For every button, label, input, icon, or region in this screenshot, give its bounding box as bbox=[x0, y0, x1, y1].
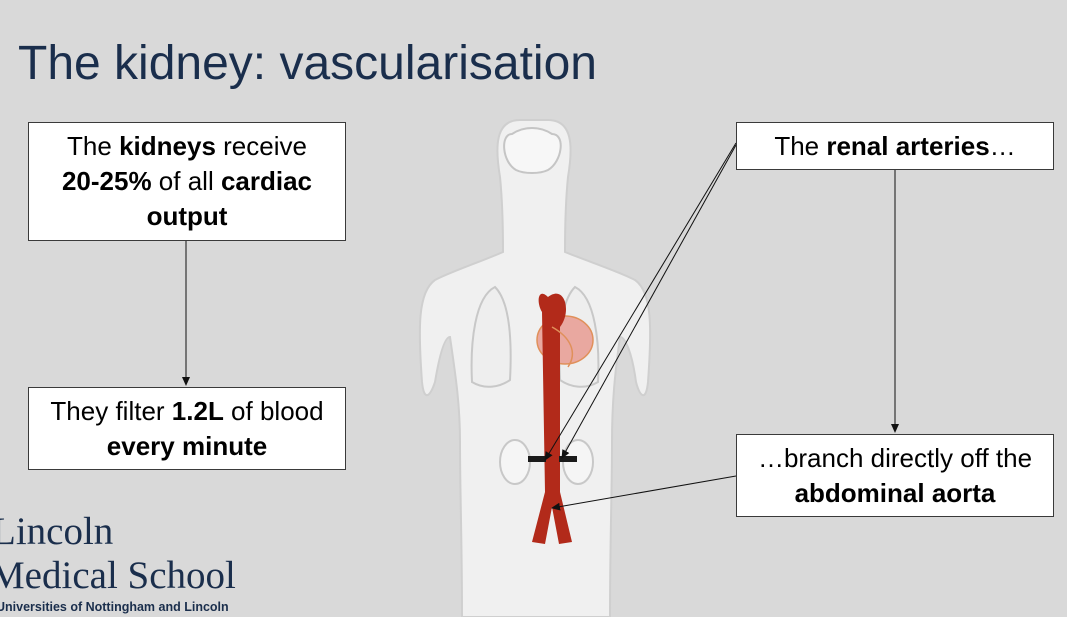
text-bold-renal-arteries: renal arteries bbox=[826, 130, 990, 161]
logo-lincoln: Lincoln bbox=[0, 510, 114, 553]
body-anatomy-figure bbox=[418, 119, 652, 617]
text-bold-abdominal-aorta: abdominal aorta bbox=[794, 477, 996, 508]
left-lung-outline bbox=[470, 285, 512, 388]
text-bold-every-minute: every minute bbox=[106, 430, 268, 461]
text-part: The bbox=[67, 131, 120, 161]
body-silhouette bbox=[418, 119, 652, 617]
text-part: of blood bbox=[223, 395, 324, 426]
text-bold-cardiac-output: cardiac output bbox=[146, 166, 313, 231]
arrow-branch-to-aorta bbox=[551, 475, 737, 511]
text-part: of all bbox=[151, 166, 221, 196]
renal-arteries-box: The renal arteries… bbox=[736, 122, 1054, 170]
text-part: They filter bbox=[50, 395, 172, 426]
text-part: …branch directly off the bbox=[757, 442, 1033, 473]
left-renal-artery bbox=[528, 456, 546, 462]
aorta bbox=[532, 293, 572, 544]
arrow-renal-to-right-artery bbox=[561, 144, 737, 459]
text-bold-kidneys: kidneys bbox=[119, 131, 216, 161]
coronary-vessels bbox=[551, 326, 573, 368]
text-bold-percent: 20-25% bbox=[61, 166, 152, 196]
text-part: … bbox=[989, 130, 1016, 161]
right-renal-artery bbox=[559, 456, 577, 462]
text-bold-volume: 1.2L bbox=[171, 395, 224, 426]
text-part: The bbox=[774, 130, 827, 161]
branch-info-box: …branch directly off the abdominal aorta bbox=[736, 434, 1054, 517]
kidneys-info-box: The kidneys receive 20-25% of all cardia… bbox=[28, 122, 346, 241]
brain-outline bbox=[503, 127, 562, 174]
logo-medical-school: Medical School bbox=[0, 554, 236, 597]
arrow-renal-to-left-artery bbox=[544, 142, 737, 461]
logo-subtitle: Universities of Nottingham and Lincoln bbox=[0, 600, 229, 614]
filter-info-box: They filter 1.2L of blood every minute bbox=[28, 387, 346, 470]
text-part: receive bbox=[215, 131, 307, 161]
slide-title: The kidney: vascularisation bbox=[18, 37, 597, 90]
